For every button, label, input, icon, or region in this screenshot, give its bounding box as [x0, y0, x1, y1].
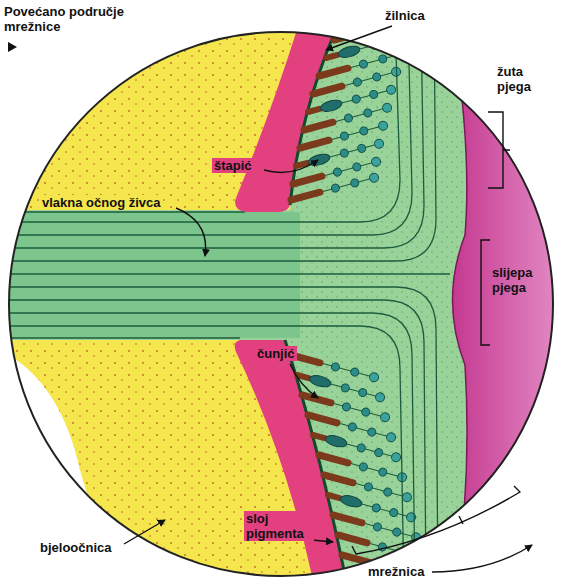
- label-holder: slijepa pjega: [492, 265, 548, 296]
- pointer-triangle: [8, 42, 17, 52]
- part-label: čunjić: [255, 346, 297, 361]
- choroid: [235, 340, 348, 585]
- magnifier-circle: [9, 32, 553, 576]
- part-label: žuta pjega: [497, 64, 543, 94]
- figure-title: Povećano područje mrežnice: [4, 4, 139, 34]
- label-holder: Povećano područje mrežnice: [4, 4, 139, 35]
- label-holder: žilnica: [385, 6, 425, 24]
- part-label: slijepa pjega: [492, 265, 548, 295]
- vitreous-side: [450, 0, 562, 585]
- choroid: [235, 20, 340, 212]
- part-label: žilnica: [385, 8, 425, 23]
- part-label: sloj pigmenta: [244, 511, 314, 541]
- label-holder: bjeloočnica: [40, 538, 112, 556]
- part-label: bjeloočnica: [40, 540, 112, 555]
- label-holder: mrežnica: [368, 562, 424, 580]
- nerve-fibres: [0, 20, 450, 585]
- part-label: mrežnica: [368, 564, 424, 579]
- label-holder: čunjić: [255, 344, 297, 362]
- leader-lines: [124, 26, 532, 572]
- part-label: vlakna očnog živca: [40, 195, 163, 210]
- label-holder: žuta pjega: [497, 64, 543, 95]
- label-holder: štapić: [212, 156, 254, 174]
- part-label: štapić: [212, 158, 254, 173]
- label-holder: vlakna očnog živca: [40, 193, 163, 211]
- optic-nerve: [0, 212, 300, 338]
- retina: [0, 20, 467, 585]
- label-holder: sloj pigmenta: [244, 511, 314, 542]
